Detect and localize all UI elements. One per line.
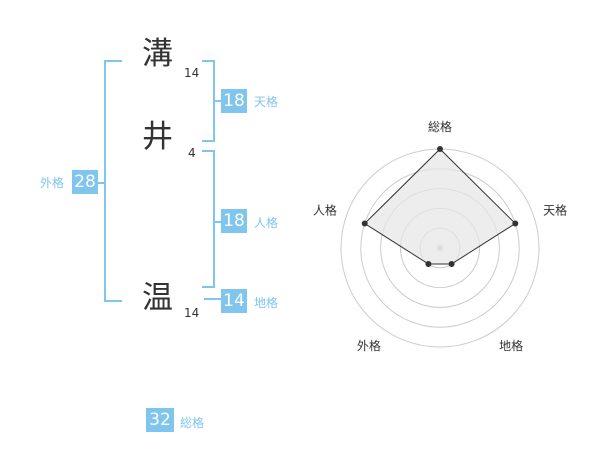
jinkaku-label: 人格 <box>254 216 279 230</box>
radar-point-3 <box>448 261 455 267</box>
radar-point-5 <box>361 220 368 227</box>
radar-value-area <box>363 148 517 265</box>
jinkaku-value: 18 <box>221 209 247 233</box>
name-char-1-strokes: 14 <box>184 66 200 80</box>
jinkaku-bracket <box>202 150 215 288</box>
radar-point-4 <box>425 261 432 267</box>
chikaku-connector <box>204 298 221 300</box>
name-char-3: 温 <box>142 280 173 316</box>
radar-point-2 <box>512 220 519 227</box>
soukaku-label: 総格 <box>180 416 205 430</box>
name-char-1: 溝 <box>142 36 173 72</box>
radar-axis-label: 天格 <box>543 203 567 218</box>
gaikaku-value: 28 <box>72 170 98 194</box>
gaikaku-bracket <box>104 60 122 302</box>
radar-axis-label: 総格 <box>428 119 452 134</box>
name-char-3-strokes: 14 <box>184 306 200 320</box>
chikaku-label: 地格 <box>254 296 279 310</box>
gaikaku-connector <box>98 182 104 184</box>
soukaku-value: 32 <box>146 408 174 432</box>
radar-axis-label: 外格 <box>357 338 381 353</box>
name-char-2-strokes: 4 <box>188 146 196 160</box>
radar-point-1 <box>437 146 443 152</box>
tenkaku-label: 天格 <box>254 95 279 109</box>
tenkaku-value: 18 <box>221 89 247 113</box>
radar-axis-label: 地格 <box>499 338 523 353</box>
gaikaku-label: 外格 <box>40 176 65 190</box>
tenkaku-connector <box>215 100 221 102</box>
tenkaku-bracket <box>202 60 215 142</box>
radar-axis-label: 人格 <box>313 203 337 218</box>
chikaku-value: 14 <box>221 289 247 313</box>
name-char-2: 井 <box>142 119 173 155</box>
jinkaku-connector <box>215 221 221 223</box>
